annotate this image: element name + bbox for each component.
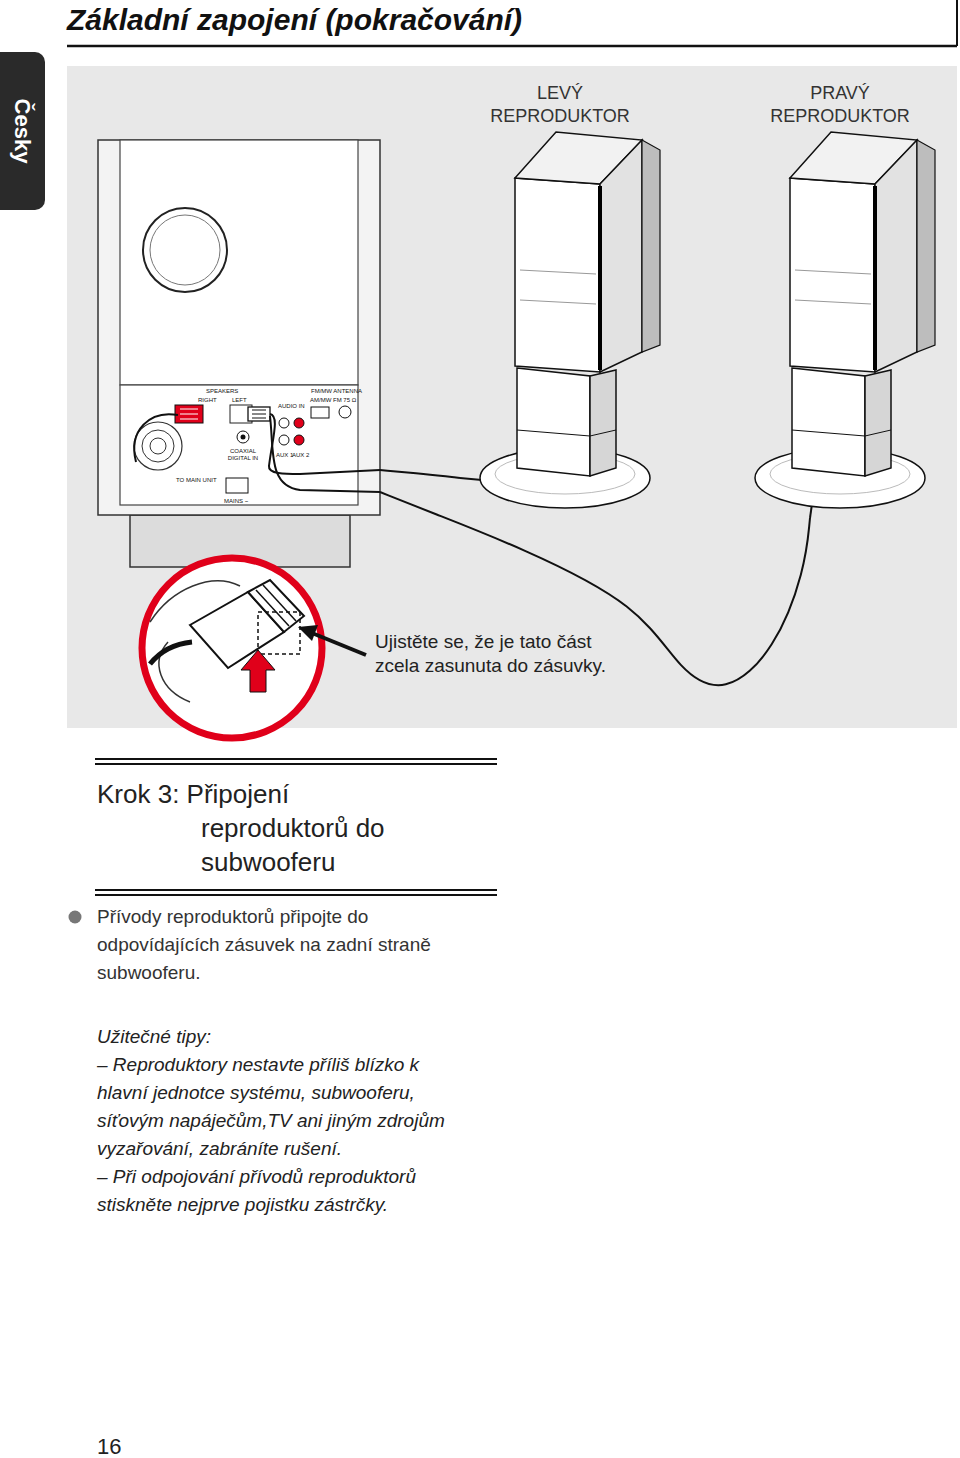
inset-callout <box>312 633 366 655</box>
subwoofer-sockets <box>237 431 249 443</box>
panel-label: AUDIO IN <box>278 403 305 410</box>
subwoofer-cabinet <box>98 140 380 567</box>
inset-callout <box>248 580 304 632</box>
subwoofer-sockets <box>175 405 203 423</box>
speaker-wire <box>270 416 380 492</box>
speaker-heading: PRAVÝ REPRODUKTOR <box>765 82 915 128</box>
bullet-dot <box>69 911 82 924</box>
page-number: 16 <box>97 1434 121 1458</box>
language-tab-label: Česky <box>9 99 35 164</box>
subwoofer-sockets <box>294 418 304 428</box>
subwoofer-sockets <box>339 406 351 418</box>
panel-label: FM 75 Ω <box>333 397 356 404</box>
inset-callout <box>258 612 300 654</box>
inset-callout <box>142 558 322 738</box>
speaker-figure <box>755 132 935 508</box>
speaker-heading: LEVÝ REPRODUKTOR <box>485 82 635 128</box>
language-tab <box>0 52 45 210</box>
speaker: LEVÝ REPRODUKTOR <box>460 78 660 518</box>
language-tab <box>0 52 45 210</box>
header-rule <box>956 0 958 46</box>
panel-label: SPEAKERS <box>206 388 238 395</box>
tips-heading: Užitečné tipy: <box>97 1023 211 1051</box>
inset-callout <box>150 642 192 664</box>
speaker-figure <box>480 132 660 508</box>
inset-callout <box>241 650 275 692</box>
inset-callout <box>142 558 366 738</box>
subwoofer-sockets <box>150 438 166 454</box>
panel-label: AUX 1 <box>276 452 293 459</box>
subwoofer-sockets <box>180 414 198 415</box>
subwoofer-sockets <box>252 410 266 411</box>
subwoofer-sockets <box>180 409 198 410</box>
inset-callout <box>263 585 296 621</box>
subwoofer-sockets <box>279 418 289 428</box>
subwoofer-sockets <box>226 478 248 493</box>
tip-text: – Při odpojování přívodů reproduktorů st… <box>97 1163 467 1219</box>
step-heading: Krok 3: Připojení reproduktorů do subwoo… <box>97 777 433 879</box>
panel-label: TO MAIN UNIT <box>176 477 217 484</box>
grey-panel <box>67 66 957 728</box>
grey-panel <box>67 66 957 728</box>
subwoofer-sockets <box>311 407 329 418</box>
speaker-wire <box>460 478 482 480</box>
panel-label: AUX 2 <box>292 452 309 459</box>
subwoofer-sockets <box>180 419 198 420</box>
subwoofer-cabinet <box>143 208 227 292</box>
bullet-dot <box>69 911 82 924</box>
subwoofer-cabinet <box>98 140 380 515</box>
panel-label: COAXIAL DIGITAL IN <box>226 448 260 462</box>
tip-text: – Reproduktory nestavte příliš blízko k … <box>97 1051 467 1163</box>
panel-label: LEFT <box>232 397 247 404</box>
subwoofer-sockets <box>241 435 246 440</box>
speaker: PRAVÝ REPRODUKTOR <box>745 78 935 518</box>
panel-label: FM/MW ANTENNA <box>311 388 362 395</box>
subwoofer-sockets <box>279 435 289 445</box>
speaker-wire <box>134 414 812 518</box>
inset-callout <box>298 625 318 641</box>
subwoofer-sockets <box>142 430 174 462</box>
speaker-wire <box>269 414 380 474</box>
speaker-wire <box>134 414 178 462</box>
subwoofer-sockets <box>248 407 270 421</box>
subwoofer-sockets <box>134 422 182 470</box>
instruction-text: Přívody reproduktorů připojte do odpovíd… <box>97 903 469 987</box>
header-rule <box>67 45 957 48</box>
header-rule <box>67 0 957 46</box>
subwoofer-sockets <box>134 405 351 493</box>
panel-label: AM/MW <box>310 397 331 404</box>
subwoofer-sockets <box>294 435 304 445</box>
speaker-figure <box>480 132 935 508</box>
speaker-cable <box>380 470 460 478</box>
page-title: Základní zapojení (pokračování) <box>67 3 522 37</box>
panel-label: MAINS ~ <box>224 498 248 505</box>
panel-label: RIGHT <box>198 397 217 404</box>
subwoofer-sockets <box>252 414 266 415</box>
subwoofer-panel: SPEAKERS RIGHT LEFT AUDIO IN FM/MW ANTENNA AM… <box>98 140 380 520</box>
subwoofer-cabinet <box>120 385 358 505</box>
subwoofer-cabinet <box>150 215 220 285</box>
step-heading-band: Krok 3: Připojení reproduktorů do subwoo… <box>95 758 497 896</box>
subwoofer-sockets <box>252 418 266 419</box>
callout-note: Ujistěte se, že je tato část zcela zasun… <box>375 630 637 678</box>
subwoofer-cabinet <box>120 140 358 385</box>
